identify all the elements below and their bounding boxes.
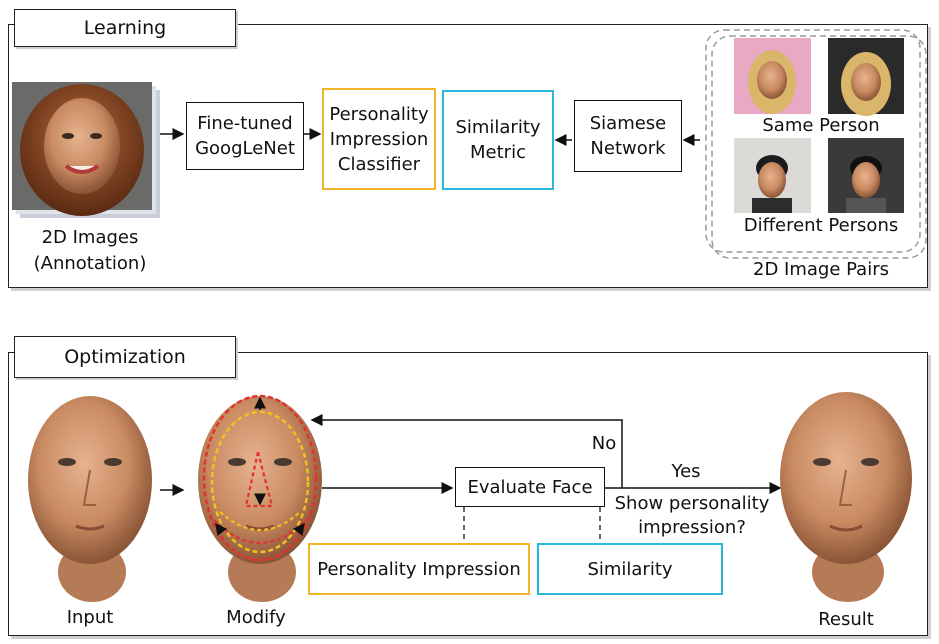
optimization-tab: Optimization	[14, 336, 236, 378]
evaluate-face-box: Evaluate Face	[455, 467, 605, 507]
similarity-box: Similarity	[537, 543, 723, 595]
no-label: No	[591, 433, 617, 454]
result-label: Result	[818, 609, 874, 630]
same-person-label: Same Person	[762, 115, 880, 136]
similarity-metric-box: Similarity Metric	[442, 90, 554, 190]
googlenet-box: Fine-tuned GoogLeNet	[186, 102, 304, 170]
classifier-box: Personality Impression Classifier	[322, 88, 436, 190]
siamese-network-box: Siamese Network	[574, 100, 682, 172]
pairs-caption: 2D Image Pairs	[753, 259, 889, 280]
image-caption-line2: (Annotation)	[33, 253, 147, 274]
image-caption-line1: 2D Images	[41, 227, 139, 248]
input-face	[28, 396, 152, 602]
modify-label: Modify	[226, 607, 286, 628]
personality-impression-box: Personality Impression	[308, 543, 530, 595]
modify-face	[198, 394, 322, 602]
result-face	[780, 392, 912, 602]
yes-label: Yes	[671, 461, 701, 482]
learning-tab: Learning	[14, 9, 236, 47]
input-label: Input	[66, 607, 114, 628]
different-persons-label: Different Persons	[743, 215, 899, 236]
question-line1: Show personality	[614, 493, 770, 514]
loop-no-line	[310, 414, 623, 488]
question-line2: impression?	[638, 517, 746, 538]
